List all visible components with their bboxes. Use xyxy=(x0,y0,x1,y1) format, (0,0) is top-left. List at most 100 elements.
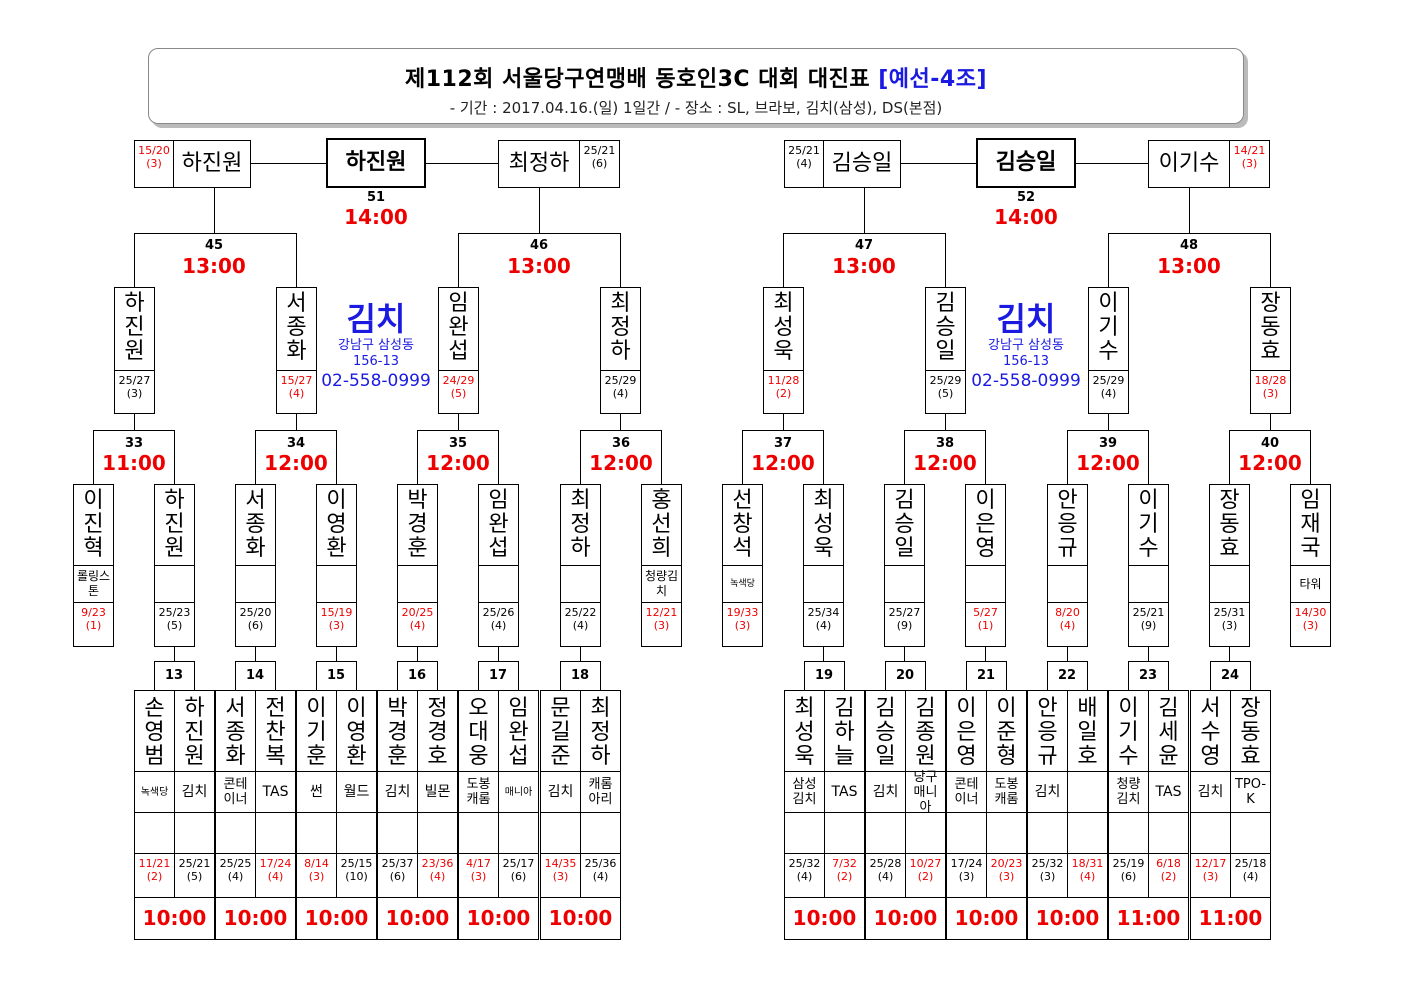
r1-player-name: 박 경 훈 xyxy=(377,690,418,772)
semi-score-box xyxy=(925,370,966,414)
r2-player-score: 25/34 (4) xyxy=(807,606,840,632)
r2-score-box xyxy=(722,602,763,647)
r2-player-club xyxy=(1047,565,1088,603)
r1-player-score: 10/27 (2) xyxy=(909,857,942,883)
r1-player-score: 25/18 (4) xyxy=(1234,857,1267,883)
bracket-line xyxy=(255,647,256,661)
r1-player-score: 25/19 (6) xyxy=(1112,857,1145,883)
r2-score-box xyxy=(316,602,357,647)
bracket-line xyxy=(458,233,459,287)
page-subtitle: - 기간 : 2017.04.16.(일) 1일간 / - 장소 : SL, 브… xyxy=(449,99,943,117)
r2-player-score: 25/22 (4) xyxy=(564,606,597,632)
r1-player-name: 서 종 화 xyxy=(215,690,256,772)
r1-time-box xyxy=(1190,897,1271,940)
r1-player-score: 25/36 (4) xyxy=(584,857,617,883)
r1-player-club: 콘테이너 xyxy=(946,771,987,813)
r1-time-box xyxy=(946,897,1027,940)
r1-match-time: 10:00 xyxy=(142,906,207,930)
r2-match-time: 12:00 xyxy=(751,451,815,475)
r2-player-score: 25/31 (3) xyxy=(1213,606,1246,632)
r1-score-box xyxy=(174,853,215,898)
r2-player-name: 장 동 효 xyxy=(1209,484,1250,566)
semi-score-box xyxy=(763,370,804,414)
bracket-line xyxy=(904,430,905,484)
r1-match-time: 10:00 xyxy=(223,906,288,930)
semi-score-box xyxy=(114,370,155,414)
r1-match-number: 24 xyxy=(1220,668,1240,683)
r1-match-number: 14 xyxy=(245,668,265,683)
semi-score-box xyxy=(1088,370,1129,414)
r1-player-club xyxy=(1067,771,1108,813)
r1-blank-cell xyxy=(498,812,539,854)
r1-score-box xyxy=(580,853,621,898)
r1-score-box xyxy=(498,853,539,898)
bracket-line xyxy=(661,430,662,484)
r1-time-box xyxy=(540,897,621,940)
r2-match-time: 12:00 xyxy=(426,451,490,475)
r1-blank-cell xyxy=(540,812,581,854)
r2-player-name: 최 정 하 xyxy=(560,484,601,566)
r2-score-box xyxy=(965,602,1006,647)
final-left-score: 15/20 (3) xyxy=(138,144,170,170)
semi-score-box xyxy=(276,370,317,414)
r2-player-name: 이 기 수 xyxy=(1128,484,1169,566)
r1-blank-cell xyxy=(1067,812,1108,854)
final-match-number: 51 xyxy=(366,190,386,205)
final-winner: 김승일 xyxy=(976,138,1076,188)
bracket-line xyxy=(251,163,326,164)
r1-match-number: 17 xyxy=(488,668,508,683)
semi-match-number: 45 xyxy=(204,238,224,253)
bracket-line xyxy=(214,188,215,233)
r1-blank-cell xyxy=(865,812,906,854)
r1-match-time: 10:00 xyxy=(873,906,938,930)
r2-player-name: 이 진 혁 xyxy=(73,484,114,566)
r2-player-score: 8/20 (4) xyxy=(1055,606,1080,632)
r1-score-box xyxy=(1190,853,1231,898)
r1-player-club: TAS xyxy=(824,771,865,813)
semi-match-time: 13:00 xyxy=(1157,254,1221,278)
r2-match-time: 11:00 xyxy=(102,451,166,475)
semi-score-box xyxy=(1250,370,1291,414)
r1-match-number: 20 xyxy=(895,668,915,683)
bracket-line xyxy=(296,414,297,430)
bracket-line xyxy=(458,414,459,430)
semi-match-time: 13:00 xyxy=(182,254,246,278)
r1-player-score: 25/32 (4) xyxy=(788,857,821,883)
r1-score-box xyxy=(1108,853,1149,898)
r2-player-club xyxy=(560,565,601,603)
r1-player-name: 하 진 원 xyxy=(174,690,215,772)
bracket-line xyxy=(1108,233,1271,234)
r1-player-name: 이 기 수 xyxy=(1108,690,1149,772)
final-left-name: 김승일 xyxy=(823,140,901,188)
r2-player-name: 임 재 국 xyxy=(1290,484,1331,566)
r1-match-number: 15 xyxy=(326,668,346,683)
title-group: [예선-4조] xyxy=(878,67,988,92)
title-box: 제112회 서울당구연맹배 동호인3C 대회 대진표 [예선-4조] - 기간 … xyxy=(148,48,1244,124)
bracket-line xyxy=(620,414,621,430)
semi-score-box xyxy=(438,370,479,414)
r1-player-name: 최 성 욱 xyxy=(784,690,825,772)
r1-player-score: 23/36 (4) xyxy=(421,857,454,883)
bracket-line xyxy=(823,430,824,484)
r2-match-number: 38 xyxy=(935,436,955,451)
final-right-score-box xyxy=(1229,140,1270,188)
r1-player-score: 18/31 (4) xyxy=(1071,857,1104,883)
semi-player-name: 장 동 효 xyxy=(1250,287,1291,371)
bracket-line xyxy=(458,233,621,234)
r2-player-name: 이 영 환 xyxy=(316,484,357,566)
r1-player-club: 도봉캐롬 xyxy=(458,771,499,813)
final-left-name: 하진원 xyxy=(173,140,251,188)
bracket-line xyxy=(174,430,175,484)
r2-score-box xyxy=(884,602,925,647)
r1-blank-cell xyxy=(905,812,946,854)
bracket-line xyxy=(426,163,498,164)
r1-match-time: 10:00 xyxy=(1035,906,1100,930)
bracket-line xyxy=(783,414,784,430)
bracket-line xyxy=(255,430,256,484)
r2-score-box xyxy=(154,602,195,647)
bracket-line xyxy=(1270,414,1271,430)
final-match-number: 52 xyxy=(1016,190,1036,205)
bracket-line xyxy=(1076,163,1148,164)
r2-match-number: 37 xyxy=(773,436,793,451)
r1-player-score: 4/17 (3) xyxy=(466,857,491,883)
